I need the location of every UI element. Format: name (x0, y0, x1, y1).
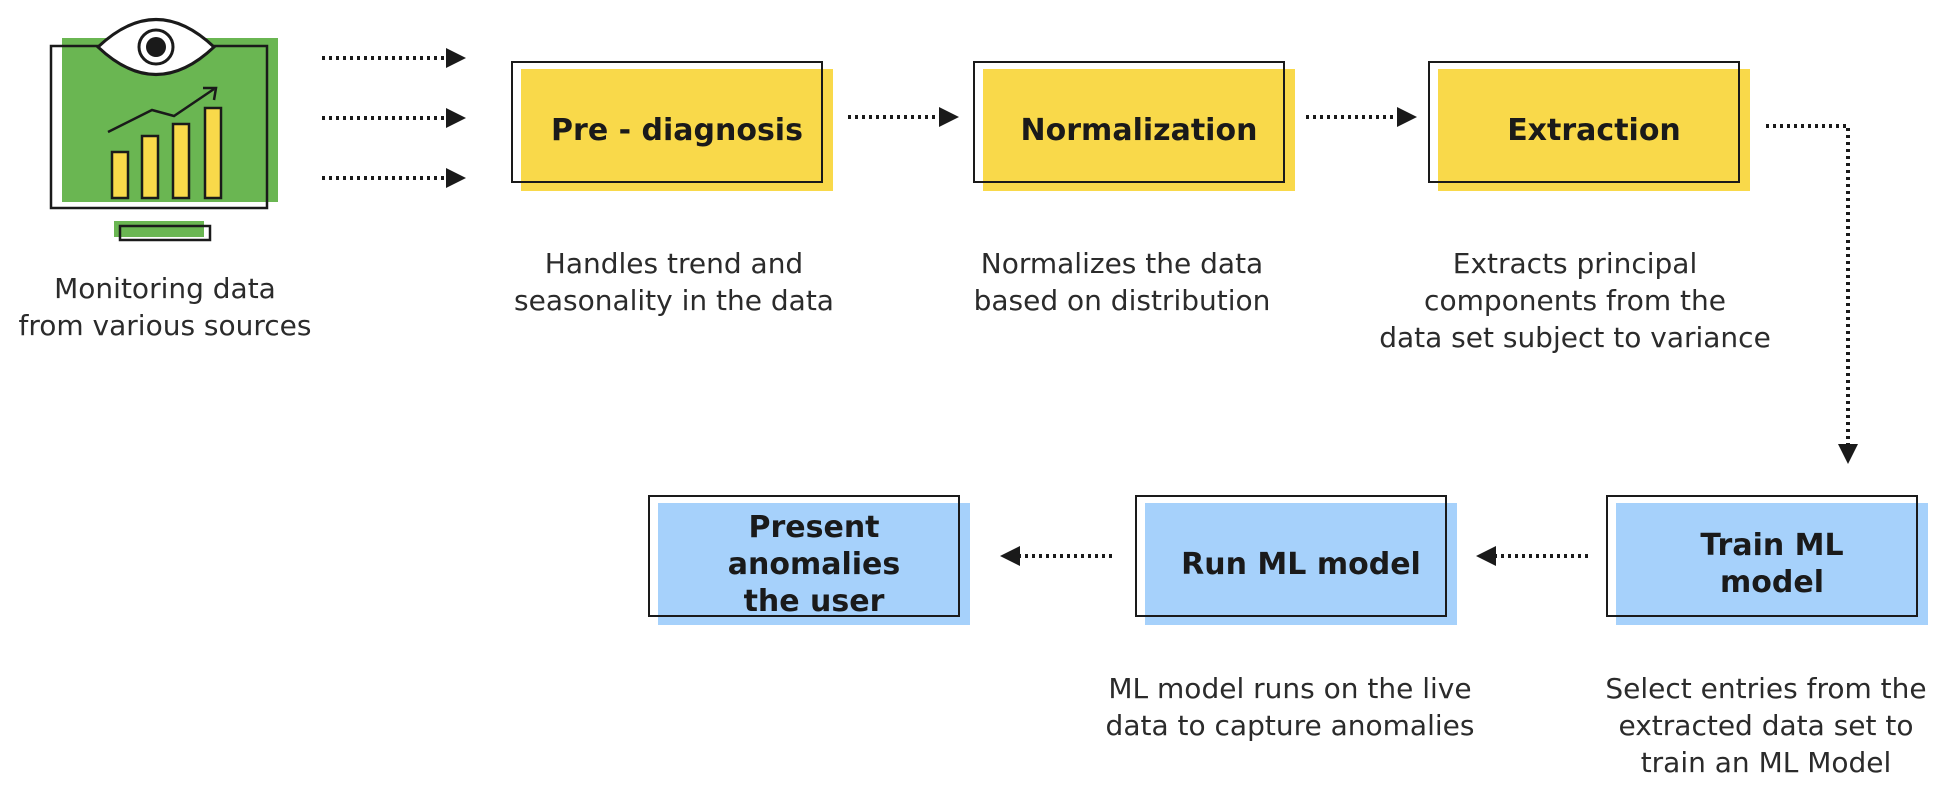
step-run-ml-model: Run ML model (1135, 495, 1457, 625)
chart-bar-1 (110, 150, 130, 200)
chart-bar-2 (140, 134, 160, 200)
step-present-anomalies: Present anomalies the user (648, 495, 970, 625)
step-frame (511, 61, 823, 183)
eye-pupil (146, 37, 166, 57)
step-normalization: Normalization (973, 61, 1295, 191)
trend-arrowhead (203, 86, 218, 101)
step-fill (1438, 69, 1750, 191)
step-frame (973, 61, 1285, 183)
step-description: Normalizes the data based on distributio… (973, 247, 1271, 317)
step-frame (1606, 495, 1918, 617)
chart-bar-3 (171, 122, 191, 200)
step-frame (648, 495, 960, 617)
step-label: Run ML model (1181, 546, 1421, 582)
monitor-eye-chart-icon (49, 18, 278, 242)
chart-bar-4 (203, 106, 223, 200)
monitor-stand-fill (114, 221, 204, 237)
step-frame (1428, 61, 1740, 183)
step-label: Train ML model (1700, 528, 1844, 600)
step-label: Pre - diagnosis (551, 112, 803, 148)
step-fill (1616, 503, 1928, 625)
step-description: Extracts principal components from the d… (1379, 247, 1771, 354)
trend-line (107, 87, 215, 134)
step-fill (521, 69, 833, 191)
step-fill (1145, 503, 1457, 625)
step-train-ml-model: Train ML model (1606, 495, 1928, 625)
step-description: ML model runs on the live data to captur… (1105, 672, 1475, 742)
step-label: Normalization (1020, 112, 1258, 148)
step-description: Select entries from the extracted data s… (1605, 672, 1927, 779)
monitor-stand-frame (118, 224, 212, 242)
source-caption: Monitoring data from various sources (18, 272, 312, 342)
step-frame (1135, 495, 1447, 617)
step-label: Present anomalies the user (727, 509, 901, 619)
step-description: Handles trend and seasonality in the dat… (514, 247, 834, 317)
step-label: Extraction (1507, 112, 1681, 148)
step-fill (983, 69, 1295, 191)
step-extraction: Extraction (1428, 61, 1750, 191)
step-fill (658, 503, 970, 625)
step-pre-diagnosis: Pre - diagnosis (511, 61, 833, 191)
